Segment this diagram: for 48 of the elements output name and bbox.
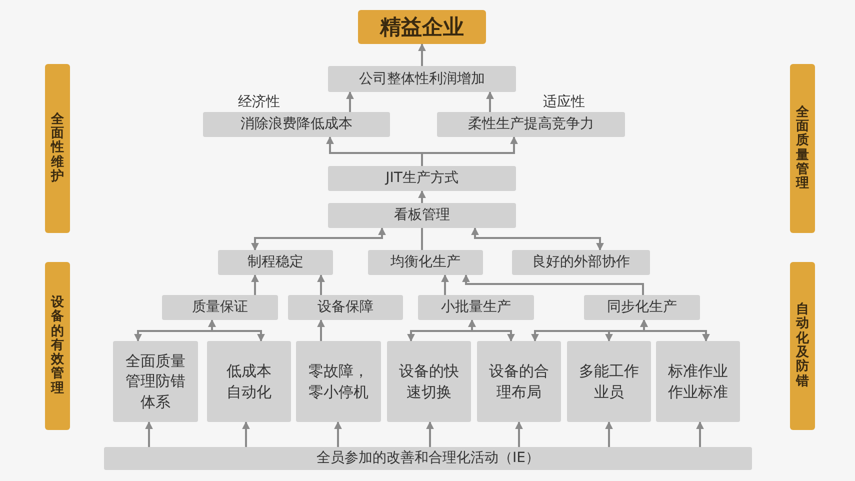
arrow bbox=[317, 319, 325, 341]
process-box: 全员参加的改善和合理化活动（IE） bbox=[104, 447, 752, 470]
arrow bbox=[346, 91, 354, 112]
arrow bbox=[334, 421, 342, 447]
arrow bbox=[145, 421, 153, 447]
arrow bbox=[317, 274, 325, 295]
arrow bbox=[418, 190, 426, 203]
arrow bbox=[251, 227, 386, 251]
process-box: 标准作业作业标准 bbox=[656, 341, 740, 422]
arrow bbox=[486, 91, 494, 112]
process-box: 公司整体性利润增加 bbox=[328, 66, 516, 92]
arrow bbox=[640, 319, 710, 342]
process-box: 制程稳定 bbox=[218, 250, 333, 275]
arrow bbox=[208, 319, 265, 342]
arrow bbox=[468, 319, 515, 342]
process-box: 多能工作业员 bbox=[567, 341, 651, 422]
pillar-bar: 全面性维护 bbox=[45, 64, 70, 233]
arrow bbox=[462, 274, 644, 295]
arrow bbox=[242, 421, 250, 447]
process-box: 同步化生产 bbox=[584, 295, 700, 320]
process-box: 设备的合理布局 bbox=[477, 341, 561, 422]
process-box: 全面质量管理防错体系 bbox=[113, 341, 198, 422]
process-box: 良好的外部协作 bbox=[512, 250, 650, 275]
arrow bbox=[515, 421, 523, 447]
arrow bbox=[441, 274, 449, 295]
process-box: 零故障，零小停机 bbox=[296, 341, 381, 422]
process-box: 消除浪费降低成本 bbox=[203, 112, 390, 137]
pillar-bar: 设备的有效管理 bbox=[45, 262, 70, 430]
annotation-text: 经济性 bbox=[238, 93, 280, 111]
process-box: 设备的快速切换 bbox=[387, 341, 471, 422]
arrow bbox=[605, 421, 613, 447]
goal-box: 精益企业 bbox=[358, 10, 486, 44]
process-box: 柔性生产提高竞争力 bbox=[437, 112, 625, 137]
process-box: 质量保证 bbox=[162, 295, 278, 320]
process-box: 低成本自动化 bbox=[207, 341, 291, 422]
arrow bbox=[426, 421, 434, 447]
process-box: 均衡化生产 bbox=[368, 250, 483, 275]
process-box: 设备保障 bbox=[288, 295, 403, 320]
arrow bbox=[696, 421, 704, 447]
annotation-text: 适应性 bbox=[543, 93, 585, 111]
arrow bbox=[471, 227, 604, 251]
process-box: JIT生产方式 bbox=[328, 166, 516, 191]
pillar-bar: 全面质量管理 bbox=[790, 64, 815, 233]
process-box: 看板管理 bbox=[328, 203, 516, 228]
arrow bbox=[418, 43, 426, 66]
arrow bbox=[251, 274, 259, 295]
pillar-bar: 自动化及防错 bbox=[790, 262, 815, 430]
process-box: 小批量生产 bbox=[418, 295, 534, 320]
